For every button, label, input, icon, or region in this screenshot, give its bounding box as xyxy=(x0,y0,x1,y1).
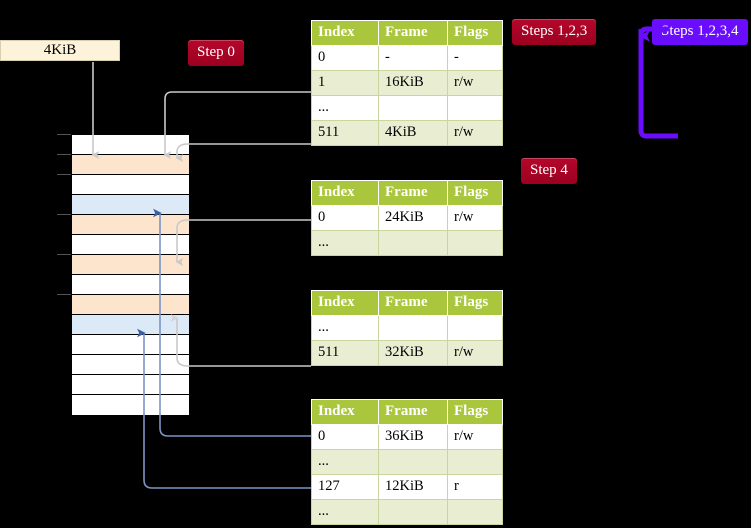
cell-flags: r xyxy=(447,474,503,500)
column-header-index: Index xyxy=(311,399,379,425)
badge-step0: Step 0 xyxy=(188,40,244,66)
memory-frame-cell xyxy=(72,135,189,155)
memory-tick-mark xyxy=(57,134,71,135)
connector-pdpt-row0-to-memory xyxy=(175,219,311,266)
cell-frame: 4KiB xyxy=(378,120,448,146)
cell-index: 0 xyxy=(311,205,379,231)
memory-frame-cell xyxy=(72,235,189,255)
table-row: ... xyxy=(311,315,503,341)
memory-frame-cell xyxy=(72,315,189,335)
table-row: ... xyxy=(311,499,503,525)
cell-index: 127 xyxy=(311,474,379,500)
badge-steps123: Steps 1,2,3 xyxy=(512,19,597,45)
cell-flags: r/w xyxy=(447,70,503,96)
column-header-index: Index xyxy=(311,180,379,206)
cell-index: ... xyxy=(311,315,379,341)
cell-index: 1 xyxy=(311,70,379,96)
cell-index: ... xyxy=(311,95,379,121)
memory-frame-cell xyxy=(72,355,189,375)
memory-frame-cell xyxy=(72,295,189,315)
cell-frame: 16KiB xyxy=(378,70,448,96)
memory-tick-mark xyxy=(57,214,71,215)
cell-frame: 32KiB xyxy=(378,340,448,366)
connector-pml4-row511-to-memory xyxy=(175,143,311,162)
cell-flags xyxy=(447,95,503,121)
column-header-frame: Frame xyxy=(378,290,448,316)
memory-size-label: 4KiB xyxy=(0,40,120,61)
cell-index: ... xyxy=(311,449,379,475)
connector-pd-row511-to-memory xyxy=(170,314,311,367)
cell-index: 511 xyxy=(311,120,379,146)
table-row: 0-- xyxy=(311,45,503,71)
cell-frame: - xyxy=(378,45,448,71)
cell-frame xyxy=(378,499,448,525)
table-row: ... xyxy=(311,95,503,121)
column-header-frame: Frame xyxy=(378,180,448,206)
column-header-frame: Frame xyxy=(378,399,448,425)
physical-memory-column xyxy=(71,134,190,415)
connector-steps-bracket-arrow xyxy=(638,26,678,139)
cell-flags: r/w xyxy=(447,205,503,231)
table-row: ... xyxy=(311,230,503,256)
cell-flags: r/w xyxy=(447,120,503,146)
cell-frame xyxy=(378,230,448,256)
cell-flags: r/w xyxy=(447,340,503,366)
memory-tick-mark xyxy=(57,154,71,155)
memory-tick-mark xyxy=(57,254,71,255)
badge-step4: Step 4 xyxy=(521,158,577,184)
cell-flags: r/w xyxy=(447,424,503,450)
cell-flags xyxy=(447,449,503,475)
cell-flags xyxy=(447,230,503,256)
column-header-flags: Flags xyxy=(447,20,503,46)
cell-flags xyxy=(447,315,503,341)
cell-frame: 12KiB xyxy=(378,474,448,500)
cell-index: ... xyxy=(311,499,379,525)
memory-frame-cell xyxy=(72,255,189,275)
cell-frame: 36KiB xyxy=(378,424,448,450)
cell-index: 0 xyxy=(311,45,379,71)
cell-frame xyxy=(378,315,448,341)
cell-flags xyxy=(447,499,503,525)
memory-frame-cell xyxy=(72,155,189,175)
table-row: ... xyxy=(311,449,503,475)
column-header-flags: Flags xyxy=(447,290,503,316)
badge-steps1234: Steps 1,2,3,4 xyxy=(652,19,748,45)
column-header-index: Index xyxy=(311,290,379,316)
memory-frame-cell xyxy=(72,175,189,195)
cell-index: 0 xyxy=(311,424,379,450)
memory-frame-cell xyxy=(72,195,189,215)
column-header-frame: Frame xyxy=(378,20,448,46)
memory-frame-cell xyxy=(72,395,189,415)
cell-frame xyxy=(378,95,448,121)
column-header-flags: Flags xyxy=(447,180,503,206)
cell-frame xyxy=(378,449,448,475)
memory-frame-cell xyxy=(72,275,189,295)
column-header-flags: Flags xyxy=(447,399,503,425)
memory-frame-cell xyxy=(72,215,189,235)
cell-index: ... xyxy=(311,230,379,256)
cell-frame: 24KiB xyxy=(378,205,448,231)
memory-tick-mark xyxy=(57,174,71,175)
memory-frame-cell xyxy=(72,335,189,355)
cell-flags: - xyxy=(447,45,503,71)
column-header-index: Index xyxy=(311,20,379,46)
cell-index: 511 xyxy=(311,340,379,366)
memory-frame-cell xyxy=(72,375,189,395)
memory-tick-mark xyxy=(57,294,71,295)
